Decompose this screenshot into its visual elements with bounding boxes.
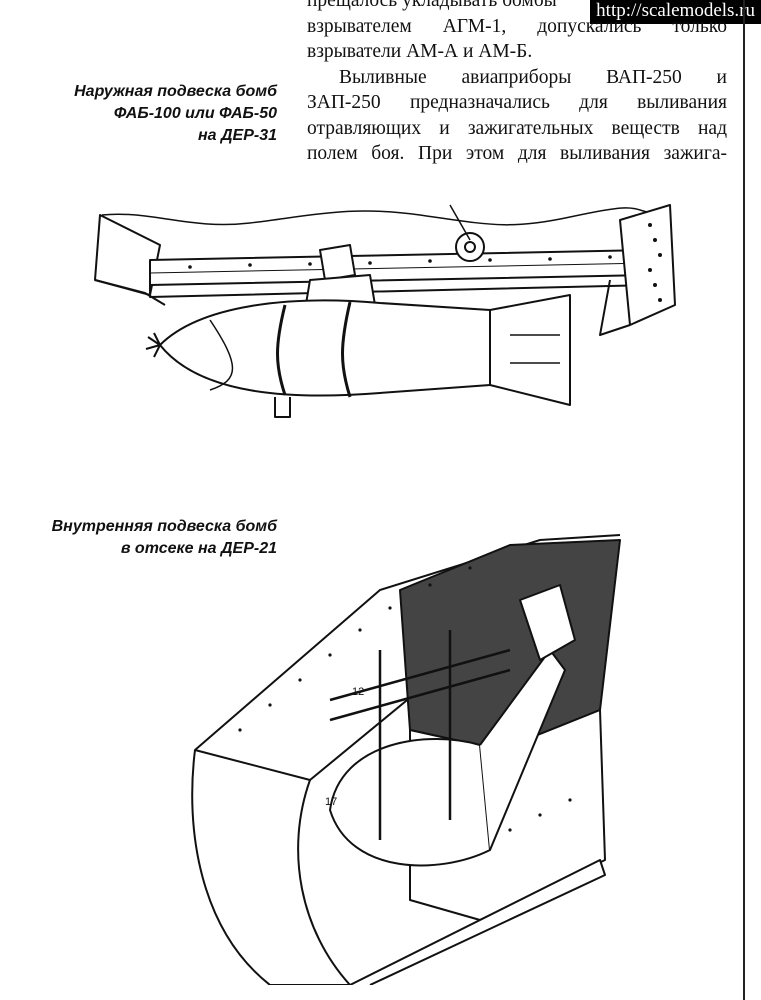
caption-line: в отсеке на ДЕР-21 [120, 540, 277, 557]
text-line: Выливные авиаприборы ВАП-250 и [339, 66, 727, 88]
text-line: ЗАП-250 предназначались для выливания [307, 92, 727, 113]
caption-line: Внутренняя подвеска бомб [51, 518, 277, 535]
caption-line: ФАБ-100 или ФАБ-50 [113, 105, 277, 122]
caption-internal-suspension: Внутренняя подвеска бомб в отсеке на ДЕР… [52, 516, 277, 560]
text-line: прещалось укладывать бомбы [307, 0, 557, 11]
text-line: взрывателем АГМ-1, допускались только [307, 15, 727, 37]
caption-line: на ДЕР-31 [197, 127, 277, 144]
caption-external-suspension: Наружная подвеска бомб ФАБ-100 или ФАБ-5… [74, 81, 277, 147]
watermark[interactable]: http://scalemodels.ru [590, 0, 761, 24]
external-bomb-illustration [94, 204, 676, 418]
figure-label-12: 12 [352, 686, 364, 698]
text-line: отравляющих и зажигательных веществ над [307, 117, 727, 139]
text-line: полем боя. При этом для выливания зажига… [307, 143, 727, 164]
text-line: взрыватели АМ-А и АМ-Б. [307, 41, 533, 62]
figure-label-17: 17 [325, 796, 337, 808]
caption-line: Наружная подвеска бомб [74, 83, 277, 100]
body-text: прещалось укладывать бомбы взрывателем А… [307, 0, 727, 167]
page-edge-rule [743, 0, 745, 1000]
internal-bomb-illustration: 12 17 [191, 534, 621, 985]
